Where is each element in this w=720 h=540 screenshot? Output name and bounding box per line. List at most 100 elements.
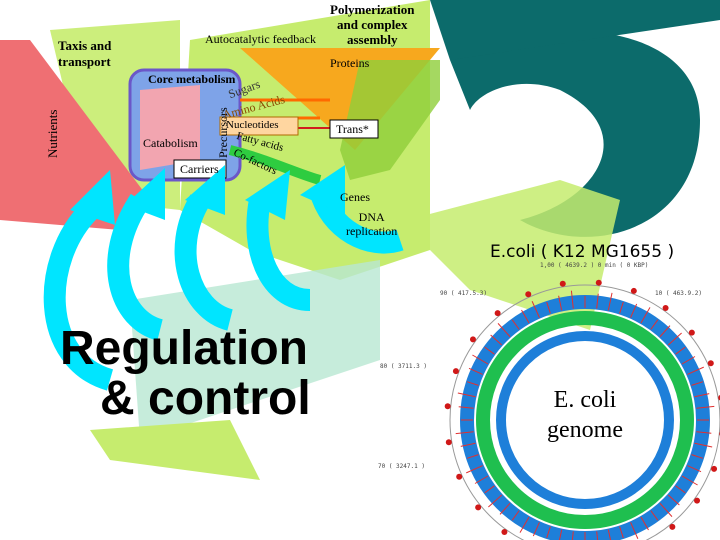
genome-tick [460, 442, 476, 447]
genome-marker [688, 329, 695, 336]
genome-marker [494, 310, 501, 317]
genome-tick [650, 510, 659, 521]
cofactor-arrow [228, 145, 322, 185]
genome-map [444, 279, 720, 540]
genome-marker [452, 368, 459, 375]
autocatalytic-label: Autocatalytic feedback [205, 32, 316, 46]
arrowhead-5 [300, 165, 345, 215]
dna-label: DNA replication [346, 210, 398, 238]
genome-tick [619, 526, 624, 539]
genome-coord-mid-left: 80 ( 3711.3 ) [380, 363, 427, 370]
genome-coord-bottom-left: 70 ( 3247.1 ) [378, 463, 425, 470]
genome-tick [681, 475, 698, 486]
genome-tick [619, 301, 624, 314]
genome-green-ring [476, 311, 694, 529]
genome-tick [640, 307, 651, 324]
genome-tick [607, 292, 613, 311]
genome-tick [691, 381, 704, 386]
genome-tick [458, 406, 474, 409]
genome-tick [532, 522, 540, 537]
genome-title: E.coli ( K12 MG1655 ) [490, 242, 675, 262]
genome-tick [472, 354, 489, 365]
genome-tick [696, 405, 715, 409]
arrowhead-3 [185, 165, 225, 215]
genome-tick [659, 325, 671, 338]
genome-tick [650, 319, 659, 330]
genome-tick [696, 431, 712, 434]
genome-tick-marks [444, 279, 720, 540]
proteins-band [340, 60, 440, 180]
genome-marker [525, 291, 532, 298]
genome-marker [475, 504, 482, 511]
genome-tick [546, 301, 551, 314]
genome-tick [570, 290, 574, 309]
catabolism-label: Catabolism [143, 136, 198, 150]
genome-tick [630, 303, 638, 318]
genome-inner-ring [496, 331, 674, 509]
genome-tick [455, 431, 474, 435]
genome-tick [499, 502, 511, 515]
cyan-loop-4 [246, 197, 311, 311]
genome-marker [669, 523, 676, 530]
cyan-loop-2 [107, 193, 164, 341]
cyan-loop-1 [43, 202, 114, 391]
genome-marker [662, 304, 669, 311]
genome-tick [558, 529, 563, 540]
genome-tick [571, 531, 574, 540]
genome-tick [484, 485, 495, 494]
feedback-band-dark [430, 0, 720, 60]
genome-tick [596, 531, 599, 540]
genome-tick [497, 323, 511, 338]
nucleotides-box [219, 116, 299, 136]
arrowhead-1 [70, 170, 115, 225]
polymerization-label: Polymerization and complex assembly [330, 2, 415, 47]
genome-marker [445, 439, 452, 446]
genome-tick [468, 367, 483, 375]
genome-tick [474, 475, 489, 484]
nucleotides-label: Nucleotides [226, 119, 279, 131]
genome-tick [519, 516, 530, 533]
genome-tick [511, 319, 520, 330]
proteins-label: Proteins [330, 56, 370, 70]
genome-tick [531, 301, 540, 318]
genome-marker [456, 473, 463, 480]
genome-marker [694, 497, 701, 504]
genome-marker [444, 403, 451, 410]
genome-marker [559, 280, 566, 287]
catabolism-patch [140, 85, 200, 170]
cyan-arrowheads [70, 165, 345, 225]
regulation-arrows [43, 186, 404, 391]
genome-tick [466, 454, 479, 459]
genome-tick [675, 485, 686, 494]
genome-center [513, 348, 657, 492]
feedback-arrow-dark [450, 30, 700, 237]
genome-tick [521, 309, 530, 324]
carriers-label: Carriers [180, 162, 219, 176]
genome-tick [694, 442, 713, 448]
carriers-box [173, 159, 227, 179]
cyan-loop-3 [174, 194, 234, 331]
arrowhead-4 [245, 170, 290, 220]
genome-tick [457, 392, 476, 398]
regulation-title-line1: Regulation [60, 322, 308, 375]
genome-center-label: E. coli genome [547, 387, 623, 443]
core-metabolism-label: Core metabolism [148, 72, 236, 86]
genome-tick [546, 526, 551, 539]
genome-tick [675, 346, 686, 355]
genome-tick [490, 334, 503, 346]
genome-marker [711, 465, 718, 472]
assembly-arrow-green [330, 180, 620, 330]
genome-outer-ring [449, 284, 720, 540]
genome-tick [630, 522, 639, 539]
genome-coord-top: 1,00 ( 4639.2 ) 0 min ( 0 KBP) [540, 262, 649, 269]
nutrients-label: Nutrients [45, 109, 60, 158]
genome-coord-top-left: 90 ( 417.5.3) [440, 290, 487, 297]
trans-box [329, 119, 379, 139]
genome-tick [640, 516, 649, 531]
regulation-title-line2: & control [100, 372, 311, 425]
genome-tick [488, 494, 503, 508]
genome-marker [595, 279, 602, 286]
genome-marker [707, 360, 714, 367]
genome-tick [596, 293, 599, 309]
